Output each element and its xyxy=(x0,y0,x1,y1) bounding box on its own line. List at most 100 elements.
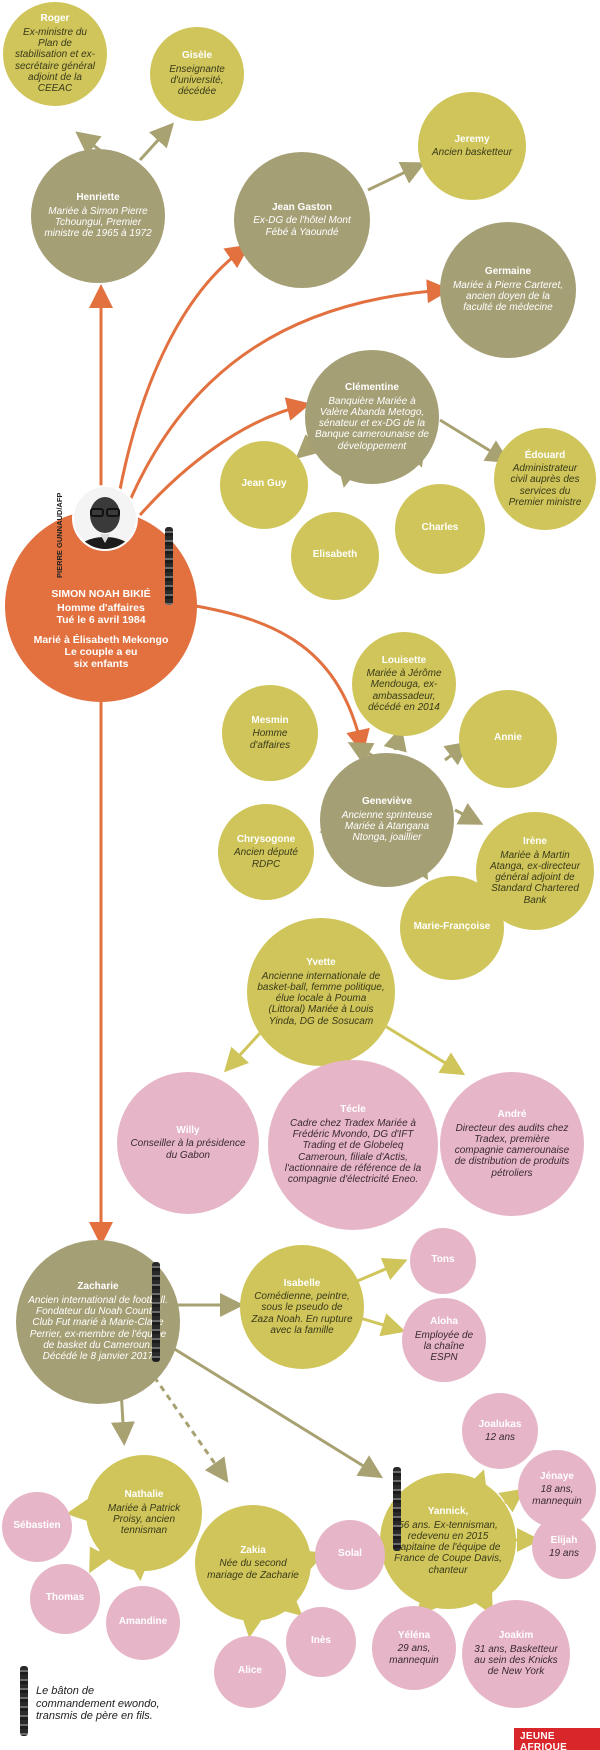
desc-yelena: 29 ans, mannequin xyxy=(389,1643,439,1666)
baton-icon-yannick xyxy=(393,1467,401,1551)
name-marie-francoise: Marie-Françoise xyxy=(413,921,491,933)
name-joalukas: Joalukas xyxy=(478,1418,522,1430)
person-elisabeth: Elisabeth xyxy=(291,512,379,600)
person-ines: Inès xyxy=(286,1607,356,1677)
person-marie-francoise: Marie-Françoise xyxy=(400,876,504,980)
person-yannick: Yannick, 56 ans. Ex-tennisman, redevenu … xyxy=(380,1473,516,1609)
person-genevieve: Geneviève Ancienne sprinteuse Mariée à A… xyxy=(320,753,454,887)
person-jean-guy: Jean Guy xyxy=(220,441,308,529)
desc-louisette: Mariée à Jérôme Mendouga, ex-ambassadeur… xyxy=(366,668,442,714)
name-henriette: Henriette xyxy=(76,192,120,204)
person-gisele: Gisèle Enseignante d'université, décédée xyxy=(150,27,244,121)
person-tons: Tons xyxy=(410,1228,476,1294)
person-germaine: Germaine Mariée à Pierre Carteret, ancie… xyxy=(440,222,576,358)
name-jeremy: Jeremy xyxy=(454,133,490,145)
desc-jeremy: Ancien basketteur xyxy=(431,147,513,159)
desc-jean-gaston: Ex-DG de l'hôtel Mont Fébé à Yaoundé xyxy=(253,215,351,238)
desc-yvette: Ancienne internationale de basket-ball, … xyxy=(257,970,385,1027)
person-yvette: Yvette Ancienne internationale de basket… xyxy=(247,918,395,1066)
desc-chrysogone: Ancien député RDPC xyxy=(234,847,298,870)
desc-willy: Conseiller à la présidence du Gabon xyxy=(130,1138,246,1161)
name-amandine: Amandine xyxy=(118,1616,168,1628)
desc-zacharie: Ancien international de football. Fondat… xyxy=(28,1294,168,1363)
desc-isabelle: Comédienne, peintre, sous le pseudo de Z… xyxy=(251,1291,353,1337)
desc-genevieve: Ancienne sprinteuse Mariée à Atangana Nt… xyxy=(341,809,433,844)
portrait-photo xyxy=(72,485,138,551)
desc-clementine: Banquière Mariée à Valère Abanda Metogo,… xyxy=(315,395,429,452)
name-aloha: Aloha xyxy=(430,1316,458,1328)
person-chrysogone: Chrysogone Ancien député RDPC xyxy=(218,804,314,900)
person-nathalie: Nathalie Mariée à Patrick Proisy, ancien… xyxy=(86,1455,202,1571)
name-tons: Tons xyxy=(431,1254,455,1266)
portrait-icon xyxy=(74,487,136,549)
baton-icon-zacharie xyxy=(152,1262,160,1362)
person-yelena: Yéléna 29 ans, mannequin xyxy=(372,1606,456,1690)
name-louisette: Louisette xyxy=(381,654,427,666)
desc-edouard: Administrateur civil auprès des services… xyxy=(508,463,582,509)
person-joalukas: Joalukas 12 ans xyxy=(462,1393,538,1469)
person-zacharie: Zacharie Ancien international de footbal… xyxy=(16,1240,180,1404)
photo-credit: PIERRE GUNNAUD/AFP xyxy=(55,492,64,578)
person-sebastien: Sébastien xyxy=(2,1492,72,1562)
root-children-2: six enfants xyxy=(73,658,129,671)
desc-yannick: 56 ans. Ex-tennisman, redevenu en 2015 c… xyxy=(394,1519,502,1576)
person-joakim: Joakim 31 ans, Basketteur au sein des Kn… xyxy=(462,1600,570,1708)
person-charles: Charles xyxy=(395,484,485,574)
desc-roger: Ex-ministre du Plan de stabilisation et … xyxy=(14,26,96,95)
name-gisele: Gisèle xyxy=(181,50,213,62)
name-elisabeth: Elisabeth xyxy=(312,549,358,561)
name-yannick: Yannick, xyxy=(427,1506,469,1517)
person-solal: Solal xyxy=(315,1520,385,1590)
person-elijah: Elijah 19 ans xyxy=(532,1515,596,1579)
baton-legend-text: Le bâton de commandement ewondo, transmi… xyxy=(36,1685,160,1723)
name-nathalie: Nathalie xyxy=(124,1489,164,1501)
desc-gisele: Enseignante d'université, décédée xyxy=(169,63,225,98)
person-isabelle: Isabelle Comédienne, peintre, sous le ps… xyxy=(240,1245,364,1369)
name-genevieve: Geneviève xyxy=(361,796,413,808)
desc-tecle: Cadre chez Tradex Mariée à Frédéric Mvon… xyxy=(284,1117,422,1186)
person-amandine: Amandine xyxy=(106,1586,180,1660)
name-zacharie: Zacharie xyxy=(77,1281,119,1293)
desc-joakim: 31 ans, Basketteur au sein des Knicks de… xyxy=(474,1643,558,1678)
person-aloha: Aloha Employée de la chaîne ESPN xyxy=(402,1298,486,1382)
desc-irene: Mariée à Martin Atanga, ex-directeur gén… xyxy=(489,849,581,906)
name-isabelle: Isabelle xyxy=(283,1277,321,1289)
name-yelena: Yéléna xyxy=(397,1629,431,1641)
name-germaine: Germaine xyxy=(484,266,532,278)
name-irene: Irène xyxy=(523,836,547,847)
person-jeremy: Jeremy Ancien basketteur xyxy=(418,92,526,200)
person-henriette: Henriette Mariée à Simon Pierre Tchoungu… xyxy=(31,149,165,283)
name-jenaye: Jénaye xyxy=(540,1470,574,1482)
desc-nathalie: Mariée à Patrick Proisy, ancien tennisma… xyxy=(107,1502,181,1537)
person-annie: Annie xyxy=(459,690,557,788)
name-roger: Roger xyxy=(40,13,70,25)
name-jean-gaston: Jean Gaston xyxy=(271,201,333,213)
root-children-1: Le couple a eu xyxy=(64,646,138,659)
name-charles: Charles xyxy=(421,522,459,534)
person-thomas: Thomas xyxy=(30,1564,100,1634)
desc-joalukas: 12 ans xyxy=(484,1432,516,1444)
baton-icon-simon xyxy=(165,527,173,605)
desc-zakia: Née du second mariage de Zacharie xyxy=(207,1558,299,1581)
desc-aloha: Employée de la chaîne ESPN xyxy=(414,1329,474,1364)
desc-andre: Directeur des audits chez Tradex, premiè… xyxy=(454,1122,570,1179)
root-marriage: Marié à Élisabeth Mekongo xyxy=(33,634,169,646)
person-andre: André Directeur des audits chez Tradex, … xyxy=(440,1072,584,1216)
person-roger: Roger Ex-ministre du Plan de stabilisati… xyxy=(3,2,107,106)
name-zakia: Zakia xyxy=(240,1544,266,1556)
name-elijah: Elijah xyxy=(550,1534,578,1546)
desc-henriette: Mariée à Simon Pierre Tchoungui, Premier… xyxy=(44,205,152,240)
name-alice: Alice xyxy=(238,1665,262,1677)
person-clementine: Clémentine Banquière Mariée à Valère Aba… xyxy=(305,350,439,484)
name-sebastien: Sébastien xyxy=(13,1520,61,1532)
root-role: Homme d'affaires xyxy=(57,601,145,614)
person-mesmin: Mesmin Homme d'affaires xyxy=(222,685,318,781)
person-zakia: Zakia Née du second mariage de Zacharie xyxy=(195,1505,311,1621)
baton-legend-icon xyxy=(20,1666,28,1736)
person-tecle: Técle Cadre chez Tradex Mariée à Frédéri… xyxy=(268,1060,438,1230)
name-andre: André xyxy=(497,1109,527,1120)
name-joakim: Joakim xyxy=(498,1630,534,1642)
name-edouard: Édouard xyxy=(524,449,566,461)
name-willy: Willy xyxy=(176,1124,200,1136)
